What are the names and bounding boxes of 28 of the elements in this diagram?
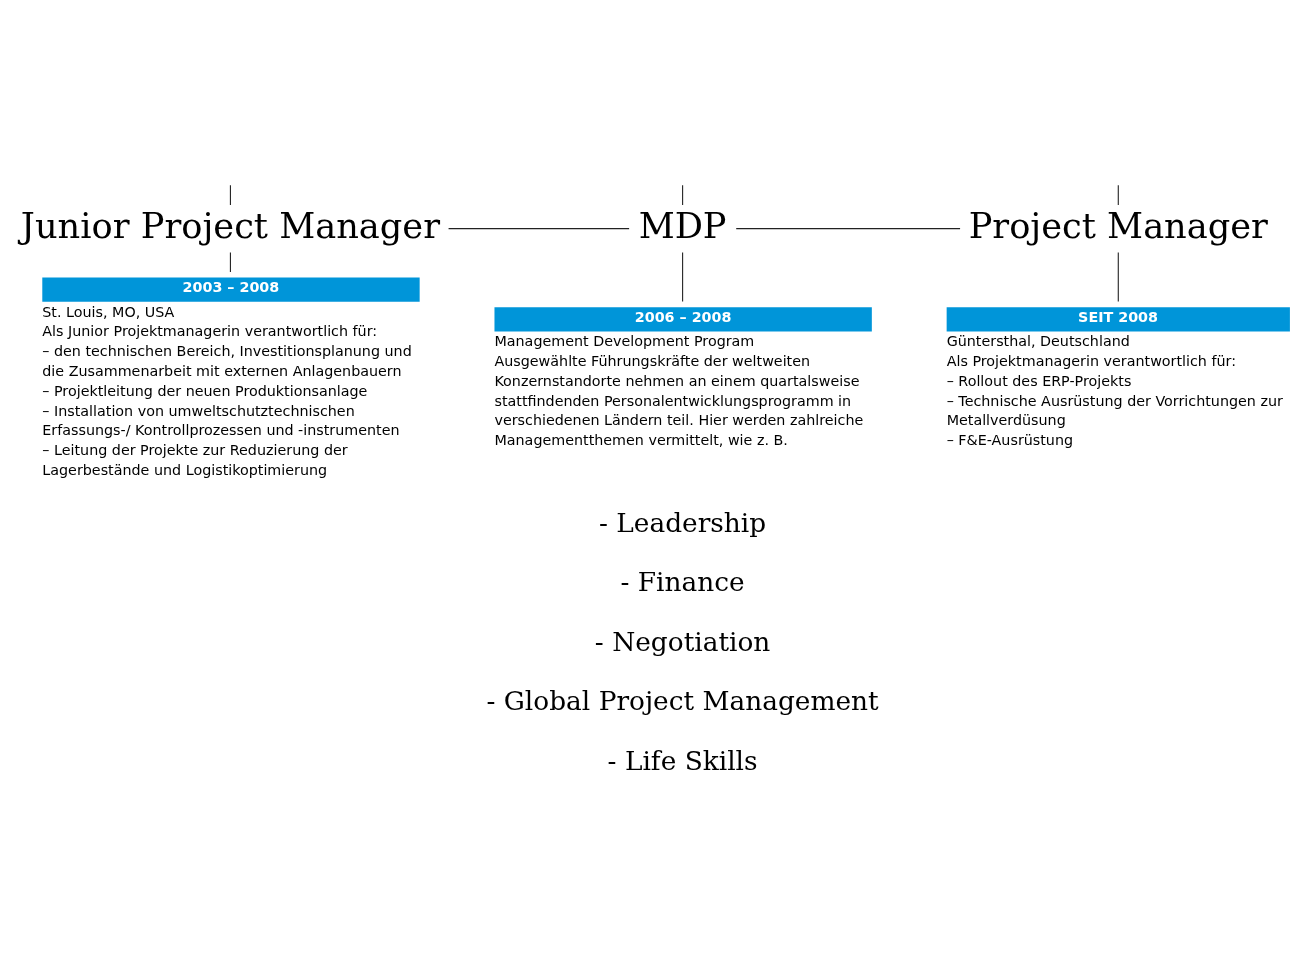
label: - Life Skills	[607, 744, 758, 776]
label: - Leadership	[599, 506, 767, 538]
node-box: 2003 – 2008	[42, 277, 420, 302]
label: - Global Project Management	[486, 684, 879, 716]
node-label: St. Louis, MO, USA	[42, 303, 175, 320]
connector	[682, 251, 684, 302]
label: - Finance	[620, 565, 745, 597]
connector	[448, 227, 630, 229]
connector	[229, 251, 231, 272]
node-box: 2006 – 2008	[494, 306, 872, 331]
connector	[1117, 184, 1119, 205]
node-label: – F&E-Ausrüstung	[946, 431, 1074, 448]
node-label: – Technische Ausrüstung der Vorrichtungen zur Metallverdüsung	[946, 392, 1283, 428]
node-text: MDP	[638, 204, 727, 246]
connector	[1117, 251, 1119, 302]
node-label: – Rollout des ERP-Projekts	[946, 372, 1132, 389]
node-text: Project Manager	[968, 204, 1268, 246]
node-box: SEIT 2008	[946, 306, 1290, 331]
node-label: Güntersthal, Deutschland	[946, 332, 1130, 349]
connector	[682, 184, 684, 205]
node-label: Management Development Program	[494, 332, 755, 349]
connector	[229, 184, 231, 205]
node-label: Als Projektmanagerin verantwortlich für:	[946, 352, 1237, 369]
label: - Negotiation	[594, 625, 771, 657]
node-label: Als Junior Projektmanagerin verantwortlich für:	[42, 322, 378, 339]
connector	[735, 227, 961, 229]
node-label: Ausgewählte Führungskräfte der weltweiten Konzernstandorte nehmen an einem quartalsweise stattfindenden Personalentwicklungsprogramm in verschiedenen Ländern teil. Hier werden zahlreiche Managementthemen vermittelt, wie z. B.	[494, 352, 864, 448]
node-label: – den technischen Bereich, Investitionsplanung und die Zusammenarbeit mit externen Anlagenbauern – Projektleitung der neuen Produktionsanlage – Installation von umweltschutztechnischen Erfassungs-/ Kontrollprozessen und -instrumenten – Leitung der Projekte zur Reduzierung der Lagerbestände und Logistikoptimierung	[42, 342, 412, 478]
